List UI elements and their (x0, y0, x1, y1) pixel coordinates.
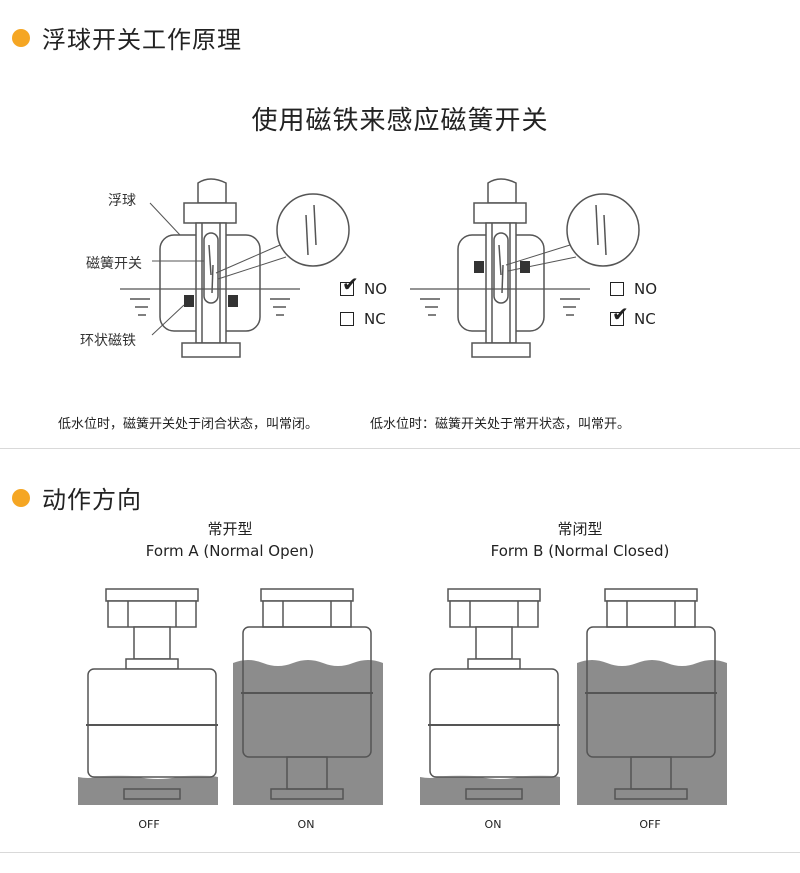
checkbox-checked: ✔ (340, 274, 359, 296)
state-label-b-on: ON (484, 818, 502, 831)
caption-right: 低水位时：磁簧开关处于常开状态，叫常开。 (370, 417, 631, 432)
form-b-title-en: Form B (Normal Closed) (490, 542, 670, 560)
caption-left: 低水位时，磁簧开关处于闭合状态，叫常闭。 (58, 417, 319, 432)
no-label: NO (364, 280, 388, 298)
section-header-action: 动作方向 (12, 480, 142, 515)
form-a-title: 常开型 Form A (Normal Open) (130, 518, 330, 562)
no-option-left: ✔ NO (340, 274, 388, 298)
float-form-b-off (577, 588, 727, 805)
orange-dot-icon (12, 28, 30, 47)
nc-option-left: NC (340, 310, 386, 328)
form-b-title-cn: 常闭型 (557, 520, 603, 538)
checkbox-checked: ✔ (610, 304, 629, 326)
nc-option-right: ✔ NC (610, 304, 656, 328)
section-title: 浮球开关工作原理 (42, 26, 242, 54)
checkbox-unchecked (610, 282, 624, 296)
bottom-divider (0, 852, 800, 853)
state-label-a-off: OFF (138, 818, 160, 831)
float-diagram-right (410, 178, 640, 358)
float-form-a-on (233, 588, 383, 805)
orange-dot-icon (12, 488, 30, 507)
reed-switch-label: 磁簧开关 (86, 256, 142, 272)
check-icon: ✔ (342, 272, 359, 296)
principle-heading: 使用磁铁来感应磁簧开关 (251, 106, 549, 136)
ring-magnet-label: 环状磁铁 (80, 333, 136, 349)
check-icon: ✔ (612, 302, 629, 326)
float-form-a-off (78, 588, 218, 805)
float-label: 浮球 (108, 193, 136, 209)
no-label: NO (634, 280, 658, 298)
section-title: 动作方向 (42, 486, 142, 514)
form-a-title-en: Form A (Normal Open) (145, 542, 315, 560)
checkbox-unchecked (340, 312, 354, 326)
float-form-b-on (420, 588, 560, 805)
section-divider (0, 448, 800, 449)
float-diagram-left (120, 178, 350, 358)
state-label-a-on: ON (297, 818, 315, 831)
nc-label: NC (634, 310, 656, 328)
form-a-title-cn: 常开型 (207, 520, 253, 538)
nc-label: NC (364, 310, 386, 328)
section-header-principle: 浮球开关工作原理 (12, 20, 242, 55)
no-option-right: NO (610, 280, 657, 298)
state-label-b-off: OFF (639, 818, 661, 831)
form-b-title: 常闭型 Form B (Normal Closed) (470, 518, 690, 562)
